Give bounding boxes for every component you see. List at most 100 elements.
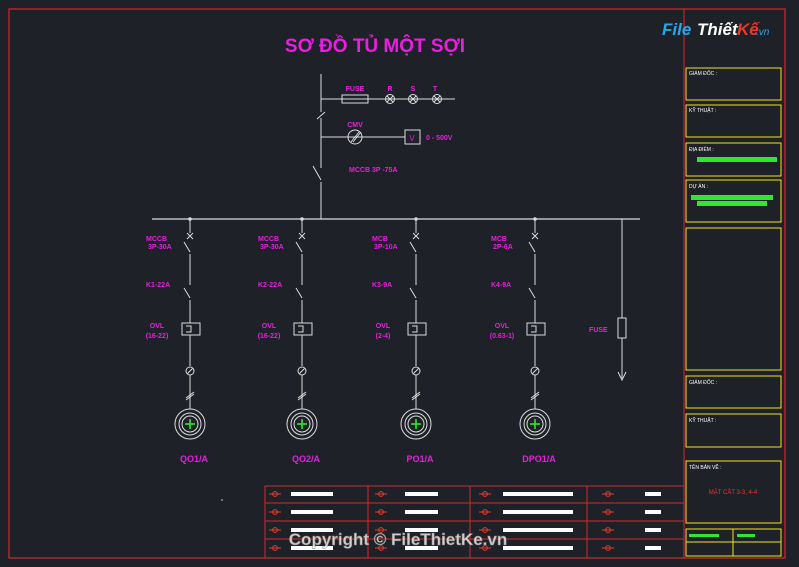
giam-doc-box-2 xyxy=(685,375,782,409)
breaker-contact xyxy=(295,241,303,253)
contactor-label: K1-22A xyxy=(146,282,170,289)
cmv-label: CMV xyxy=(347,122,363,129)
breaker-x-icon xyxy=(412,232,420,240)
legend-cell xyxy=(479,545,573,551)
ten-ban-ve-box xyxy=(685,460,782,524)
legend-text-bar xyxy=(291,546,333,550)
breaker-contact xyxy=(528,241,536,253)
breaker-contact xyxy=(409,241,417,253)
phase-r-label: R xyxy=(387,86,392,93)
motor-icon xyxy=(286,408,318,440)
overload-relay-icon xyxy=(407,322,427,336)
breaker-contact xyxy=(183,241,191,253)
legend-table xyxy=(264,485,685,559)
legend-text-bar xyxy=(503,546,573,550)
legend-cell xyxy=(479,491,573,497)
legend-text-bar xyxy=(645,528,661,532)
phase-t-lamp-icon xyxy=(432,94,442,104)
ky-thuat-label: KỸ THUẬT : xyxy=(689,107,716,114)
overload-range-label: (16-22) xyxy=(258,333,281,340)
disconnect-switch-symbol xyxy=(316,111,326,120)
main-breaker-label: MCCB 3P -75A xyxy=(349,167,398,174)
overload-relay-icon xyxy=(293,322,313,336)
overload-range-label: (16-22) xyxy=(146,333,169,340)
overload-element xyxy=(298,325,304,333)
breaker-type-label: MCB xyxy=(491,236,507,243)
breaker-type-label: MCB xyxy=(372,236,388,243)
giam-doc-label-2: GIÁM ĐỐC : xyxy=(689,379,717,386)
drawing-name: MẶT CẮT 3-3, 4-4 xyxy=(709,488,758,496)
title-block xyxy=(685,67,782,557)
breaker-x-icon xyxy=(531,232,539,240)
breaker-x-icon xyxy=(186,232,194,240)
breaker-type-label: MCCB xyxy=(258,236,279,243)
overload-element xyxy=(412,325,418,333)
ky-thuat-label-2: KỸ THUẬT : xyxy=(689,417,716,424)
cable-mark xyxy=(411,391,421,399)
phase-t-label: T xyxy=(433,86,438,93)
legend-text-bar xyxy=(645,546,661,550)
svg-text:File: File xyxy=(662,20,691,39)
motor-icon xyxy=(174,408,206,440)
reference-dot xyxy=(221,499,223,501)
overload-label: OVL xyxy=(495,323,510,330)
legend-text-bar xyxy=(405,546,438,550)
notes-box xyxy=(685,227,782,371)
fuse-label: FUSE xyxy=(346,86,365,93)
legend-cell xyxy=(269,545,333,551)
motor-icon xyxy=(400,408,432,440)
main-breaker-symbol xyxy=(312,165,322,181)
du-an-box xyxy=(685,179,782,223)
legend-text-bar xyxy=(645,510,661,514)
contactor-label: K3-9A xyxy=(372,282,392,289)
legend-text-bar xyxy=(405,492,438,496)
overload-label: OVL xyxy=(262,323,277,330)
legend-text-bar xyxy=(405,528,438,532)
overload-relay-icon xyxy=(526,322,546,336)
cable-mark xyxy=(185,391,195,399)
legend-cell xyxy=(375,509,438,515)
breaker-rating-label: 3P-30A xyxy=(260,244,284,251)
voltmeter-symbol: V xyxy=(409,134,415,143)
voltmeter-icon xyxy=(404,129,421,145)
overload-element xyxy=(531,325,537,333)
redacted-bars xyxy=(689,157,777,537)
ky-thuat-box xyxy=(685,104,782,138)
breaker-x-icon xyxy=(298,232,306,240)
motor-label: QO2/A xyxy=(292,454,321,464)
breaker-type-label: MCCB xyxy=(146,236,167,243)
svg-text:Thiết: Thiết xyxy=(697,20,739,39)
legend-text-bar xyxy=(503,510,573,514)
overload-range-label: (0.63-1) xyxy=(490,333,515,340)
motor-label: DPO1/A xyxy=(522,454,556,464)
legend-text-bar xyxy=(503,492,573,496)
breaker-rating-label: 2P-6A xyxy=(493,244,513,251)
svg-text:Kế: Kế xyxy=(737,20,760,39)
contactor-contact xyxy=(183,287,191,299)
fuse-branch-label: FUSE xyxy=(589,327,608,334)
legend-text-bar xyxy=(291,528,333,532)
motor-icon xyxy=(519,408,551,440)
motor-label: QO1/A xyxy=(180,454,209,464)
motor-label: PO1/A xyxy=(406,454,434,464)
overload-element xyxy=(186,325,192,333)
phase-s-label: S xyxy=(411,86,416,93)
overload-relay-icon xyxy=(181,322,201,336)
breaker-rating-label: 3P-10A xyxy=(374,244,398,251)
ten-ban-ve-label: TÊN BẢN VẼ : xyxy=(689,463,722,471)
contactor-label: K2-22A xyxy=(258,282,282,289)
feeder-group: MCCB3P-30AK1-22AOVL(16-22)QO1/AMCCB3P-30… xyxy=(146,217,556,464)
ky-thuat-box-2 xyxy=(685,413,782,448)
phase-r-lamp-icon xyxy=(385,94,395,104)
breaker-rating-label: 3P-30A xyxy=(148,244,172,251)
giam-doc-label: GIÁM ĐỐC : xyxy=(689,70,717,77)
copyright-watermark: Copyright © FileThietKe.vn xyxy=(289,530,507,549)
incoming-supply xyxy=(152,74,640,220)
dia-diem-label: ĐỊA ĐIỂM : xyxy=(689,146,714,153)
